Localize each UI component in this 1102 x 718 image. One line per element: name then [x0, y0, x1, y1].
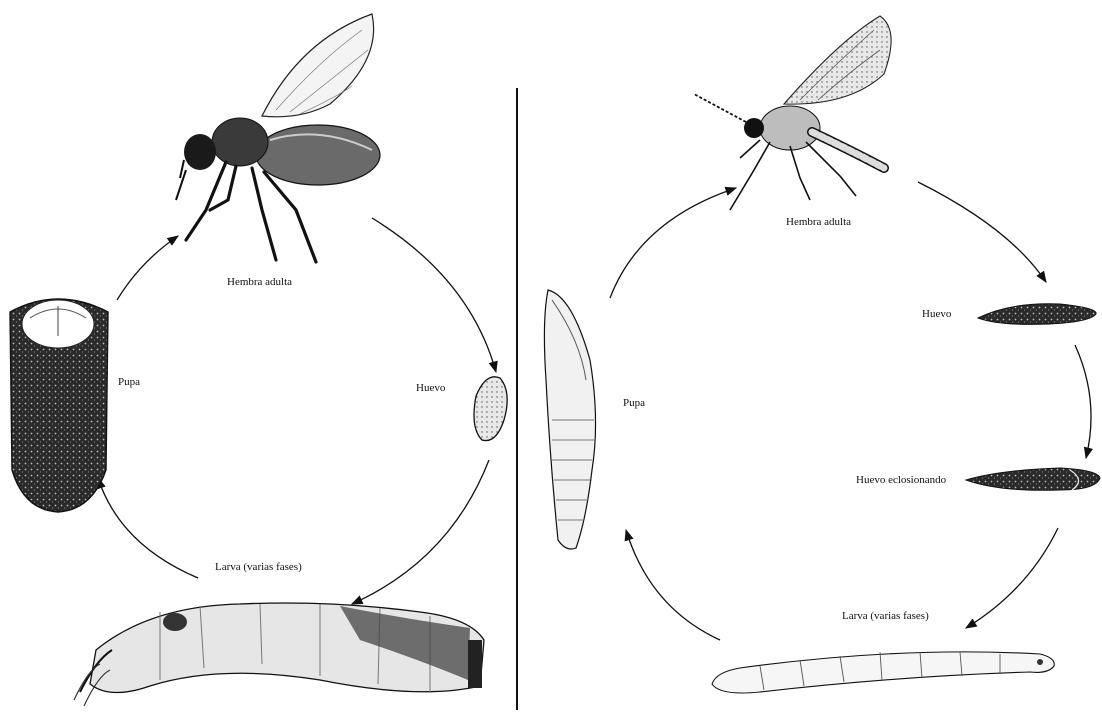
left-arrow-larva-to-pupa	[98, 478, 198, 578]
left-label-larva: Larva (varias fases)	[215, 561, 302, 573]
left-larva-illustration	[74, 603, 484, 706]
right-egg-illustration	[978, 304, 1096, 325]
right-arrow-egg-to-hatching	[1075, 345, 1091, 458]
left-egg-illustration	[474, 377, 507, 441]
right-arrow-adult-to-egg	[918, 182, 1046, 282]
right-label-larva: Larva (varias fases)	[842, 610, 929, 622]
left-cycle	[10, 14, 507, 706]
right-label-egg: Huevo	[922, 308, 951, 320]
left-label-pupa: Pupa	[118, 376, 140, 388]
panel-divider	[516, 88, 518, 710]
left-label-egg: Huevo	[416, 382, 445, 394]
right-label-adult: Hembra adulta	[786, 216, 851, 228]
left-arrow-pupa-to-adult	[117, 236, 178, 300]
right-arrow-pupa-to-adult	[610, 188, 736, 298]
right-hatching-egg-illustration	[966, 468, 1100, 490]
right-larva-illustration	[712, 652, 1054, 693]
left-label-adult: Hembra adulta	[227, 276, 292, 288]
left-arrow-egg-to-larva	[352, 460, 489, 604]
left-pupa-illustration	[10, 299, 108, 512]
right-label-pupa: Pupa	[623, 397, 645, 409]
right-pupa-illustration	[544, 290, 595, 549]
left-adult-fly-illustration	[176, 14, 380, 262]
left-arrow-adult-to-egg	[372, 218, 496, 372]
right-adult-gnat-illustration	[694, 16, 891, 210]
right-arrow-hatching-to-larva	[966, 528, 1058, 628]
right-cycle	[544, 16, 1100, 693]
right-label-egg-hatching: Huevo eclosionando	[856, 474, 946, 486]
right-arrow-larva-to-pupa	[626, 530, 720, 640]
